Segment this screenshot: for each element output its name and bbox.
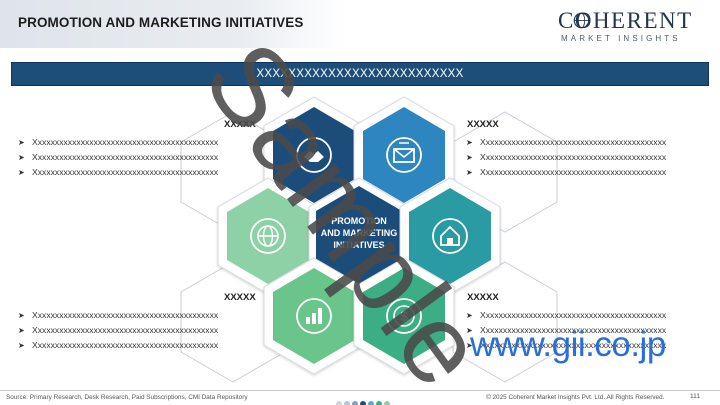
arrow-bullet-icon: ➤: [466, 168, 473, 177]
list-item: ➤Xxxxxxxxxxxxxxxxxxxxxxxxxxxxxxxxxxxxxxx…: [18, 323, 218, 338]
heading-top-left: XXXXX: [224, 119, 256, 130]
dollar-coin-icon: $: [386, 298, 422, 334]
heading-bottom-left: XXXXX: [224, 292, 256, 303]
list-bottom-right: ➤Xxxxxxxxxxxxxxxxxxxxxxxxxxxxxxxxxxxxxxx…: [466, 308, 666, 353]
bar-chart-icon: [296, 298, 332, 334]
arrow-bullet-icon: ➤: [18, 326, 25, 335]
arrow-bullet-icon: ➤: [18, 311, 25, 320]
footer-divider: [0, 390, 720, 391]
center-label-line-2: AND MARKETING: [321, 228, 398, 238]
arrow-bullet-icon: ➤: [466, 138, 473, 147]
arrow-bullet-icon: ➤: [18, 341, 25, 350]
watermark-url: www.gii.co.jp: [470, 325, 666, 364]
hex-top-right: [353, 96, 455, 214]
email-icon: [386, 137, 422, 173]
logo-tagline: MARKET INSIGHTS: [561, 34, 681, 43]
arrow-bullet-icon: ➤: [18, 138, 25, 147]
list-item: ➤Xxxxxxxxxxxxxxxxxxxxxxxxxxxxxxxxxxxxxxx…: [466, 338, 666, 353]
house-icon: [432, 218, 468, 254]
footer-dot: [368, 401, 374, 405]
company-logo: COHERENT MARKET INSIGHTS: [558, 8, 708, 46]
footer-dot: [360, 401, 366, 405]
handshake-icon: [296, 137, 332, 173]
list-item: ➤Xxxxxxxxxxxxxxxxxxxxxxxxxxxxxxxxxxxxxxx…: [18, 135, 218, 150]
heading-top-right: XXXXX: [467, 119, 499, 130]
footer-dot: [344, 401, 350, 405]
arrow-bullet-icon: ➤: [18, 168, 25, 177]
globe-icon: [250, 218, 286, 254]
list-item: ➤Xxxxxxxxxxxxxxxxxxxxxxxxxxxxxxxxxxxxxxx…: [18, 165, 218, 180]
heading-bottom-right: XXXXX: [467, 292, 499, 303]
page-title: PROMOTION AND MARKETING INITIATIVES: [18, 15, 304, 30]
list-item: ➤Xxxxxxxxxxxxxxxxxxxxxxxxxxxxxxxxxxxxxxx…: [466, 165, 666, 180]
list-item: ➤Xxxxxxxxxxxxxxxxxxxxxxxxxxxxxxxxxxxxxxx…: [466, 150, 666, 165]
hex-center: [308, 177, 410, 295]
arrow-bullet-icon: ➤: [18, 153, 25, 162]
footer-dot: [336, 401, 342, 405]
footer-dot: [384, 401, 390, 405]
source-note: Source: Primary Research, Desk Research,…: [6, 394, 248, 401]
banner-text: XXXXXXXXXXXXXXXXXXXXXXXXXX: [256, 68, 464, 80]
hex-bottom-right: [353, 257, 455, 375]
footer-dot: [352, 401, 358, 405]
arrow-bullet-icon: ➤: [466, 311, 473, 320]
arrow-bullet-icon: ➤: [466, 326, 473, 335]
footer-dot: [376, 401, 382, 405]
list-item: ➤Xxxxxxxxxxxxxxxxxxxxxxxxxxxxxxxxxxxxxxx…: [466, 323, 666, 338]
list-top-right: ➤Xxxxxxxxxxxxxxxxxxxxxxxxxxxxxxxxxxxxxxx…: [466, 135, 666, 180]
list-bottom-left: ➤Xxxxxxxxxxxxxxxxxxxxxxxxxxxxxxxxxxxxxxx…: [18, 308, 218, 353]
page-number: 111: [690, 393, 701, 400]
title-band: [0, 0, 345, 48]
section-banner: XXXXXXXXXXXXXXXXXXXXXXXXXX: [11, 62, 709, 86]
list-item: ➤Xxxxxxxxxxxxxxxxxxxxxxxxxxxxxxxxxxxxxxx…: [18, 338, 218, 353]
list-item: ➤Xxxxxxxxxxxxxxxxxxxxxxxxxxxxxxxxxxxxxxx…: [18, 308, 218, 323]
center-label-line-3: INITIATIVES: [333, 240, 384, 250]
footer-dots: [336, 394, 392, 405]
arrow-bullet-icon: ➤: [466, 341, 473, 350]
globe-logo-icon: [573, 12, 590, 29]
center-label-line-1: PROMOTION: [331, 216, 387, 226]
list-item: ➤Xxxxxxxxxxxxxxxxxxxxxxxxxxxxxxxxxxxxxxx…: [466, 308, 666, 323]
list-top-left: ➤Xxxxxxxxxxxxxxxxxxxxxxxxxxxxxxxxxxxxxxx…: [18, 135, 218, 180]
list-item: ➤Xxxxxxxxxxxxxxxxxxxxxxxxxxxxxxxxxxxxxxx…: [18, 150, 218, 165]
arrow-bullet-icon: ➤: [466, 153, 473, 162]
svg-text:$: $: [400, 308, 408, 324]
copyright-note: © 2025 Coherent Market Insights Pvt. Ltd…: [486, 394, 665, 401]
list-item: ➤Xxxxxxxxxxxxxxxxxxxxxxxxxxxxxxxxxxxxxxx…: [466, 135, 666, 150]
hex-right: [399, 177, 501, 295]
